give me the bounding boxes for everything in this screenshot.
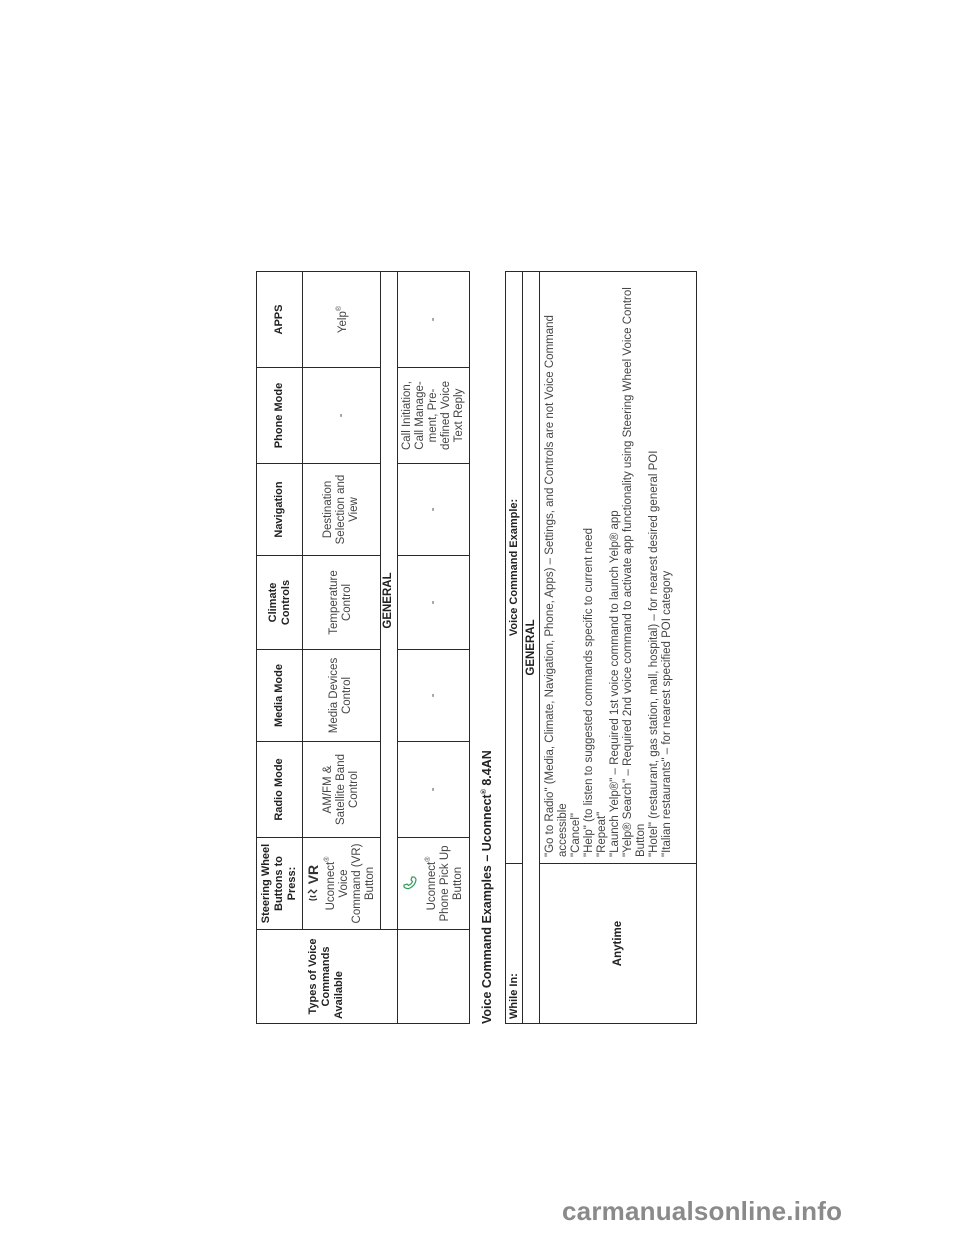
header-climate: Climate Controls — [256, 555, 303, 650]
general-row: GENERAL — [380, 271, 398, 1024]
example-line: "Yelp® Search" – Required 2nd voice comm… — [622, 287, 647, 857]
table-header-row: While In: Voice Command Example: — [505, 271, 523, 1024]
header-media: Media Mode — [256, 649, 303, 742]
table-row: Uconnect® Phone Pick Up Button - - - - C… — [397, 271, 470, 1024]
table-header-row: Types of Voice Commands Available Steeri… — [256, 271, 398, 1024]
row-label-types: Types of Voice Commands — [307, 938, 333, 1015]
table-row: VR Uconnect® Voice Command (VR) Button A… — [302, 271, 381, 1024]
cell-phone-2: Call Initiation, Call Manage-ment, Pre-d… — [397, 367, 470, 464]
cell-radio-2: - — [397, 741, 470, 838]
cell-apps-2: - — [397, 271, 470, 368]
phone-button-cell: Uconnect® Phone Pick Up Button — [397, 837, 470, 930]
general-label: GENERAL — [522, 271, 540, 1024]
caption-suffix: 8.4AN — [480, 750, 494, 790]
cell-phone-1: - — [302, 367, 381, 464]
caption-prefix: Voice Command Examples – Uconnect — [480, 794, 494, 1024]
header-navigation: Navigation — [256, 463, 303, 556]
header-radio: Radio Mode — [256, 741, 303, 838]
cell-apps-1: Yelp® — [302, 271, 381, 368]
example-line: "Cancel" — [570, 813, 582, 857]
row-label-available: Available — [333, 971, 346, 1019]
vr-button-text: Voice Command (VR) Button — [337, 843, 376, 924]
cell-climate-1: Temperature Control — [302, 555, 381, 650]
phone-button-brand: Uconnect — [425, 861, 438, 911]
phone-button-text: Phone Pick Up Button — [438, 845, 464, 922]
voice-commands-table: Types of Voice Commands Available Steeri… — [256, 271, 470, 1024]
row-label-cell: Types of Voice Commands Available — [256, 929, 398, 1024]
vr-button-cell: VR Uconnect® Voice Command (VR) Button — [302, 837, 381, 930]
cell-navigation-1: Destination Selection and View — [302, 463, 381, 556]
cell-navigation-2: - — [397, 463, 470, 556]
header-phone: Phone Mode — [256, 367, 303, 464]
example-line: "Launch Yelp®" – Required 1st voice comm… — [609, 510, 621, 857]
example-line: "Go to Radio" (Media, Climate, Navigatio… — [544, 315, 569, 857]
voice-command-examples-table: While In: Voice Command Example: GENERAL… — [505, 271, 697, 1024]
cell-radio-1: AM/FM & Satellite Band Control — [302, 741, 381, 838]
yelp-label: Yelp — [336, 311, 349, 334]
watermark: carmanualsonline.info — [562, 1196, 843, 1226]
row-label-filler — [397, 929, 470, 1024]
header-steering: Steering Wheel Buttons to Press: — [256, 837, 303, 930]
vr-button-brand: Uconnect — [324, 861, 337, 911]
general-row: GENERAL — [522, 271, 540, 1024]
example-line: "Help" (to listen to suggested commands … — [583, 527, 595, 857]
cell-media-1: Media Devices Control — [302, 649, 381, 742]
anytime-label: Anytime — [539, 863, 697, 1024]
example-line: "Hotel" (restaurant, gas station, mall, … — [648, 450, 660, 857]
table-row: Anytime "Go to Radio" (Media, Climate, N… — [539, 271, 697, 1024]
example-lines: "Go to Radio" (Media, Climate, Navigatio… — [539, 271, 697, 864]
cell-media-2: - — [397, 649, 470, 742]
examples-caption: Voice Command Examples – Uconnect® 8.4AN — [480, 750, 494, 1024]
example-line: "Italian restaurants" – for nearest spec… — [661, 570, 673, 857]
general-label: GENERAL — [380, 271, 398, 930]
header-apps: APPS — [256, 271, 303, 368]
phone-pickup-icon — [402, 842, 422, 925]
voice-command-vr-icon: VR — [305, 842, 321, 925]
header-while-in: While In: — [505, 863, 523, 1024]
header-voice-command-example: Voice Command Example: — [505, 271, 523, 864]
cell-climate-2: - — [397, 555, 470, 650]
vr-glyph-label: VR — [305, 864, 321, 885]
example-line: "Repeat" — [596, 811, 608, 857]
